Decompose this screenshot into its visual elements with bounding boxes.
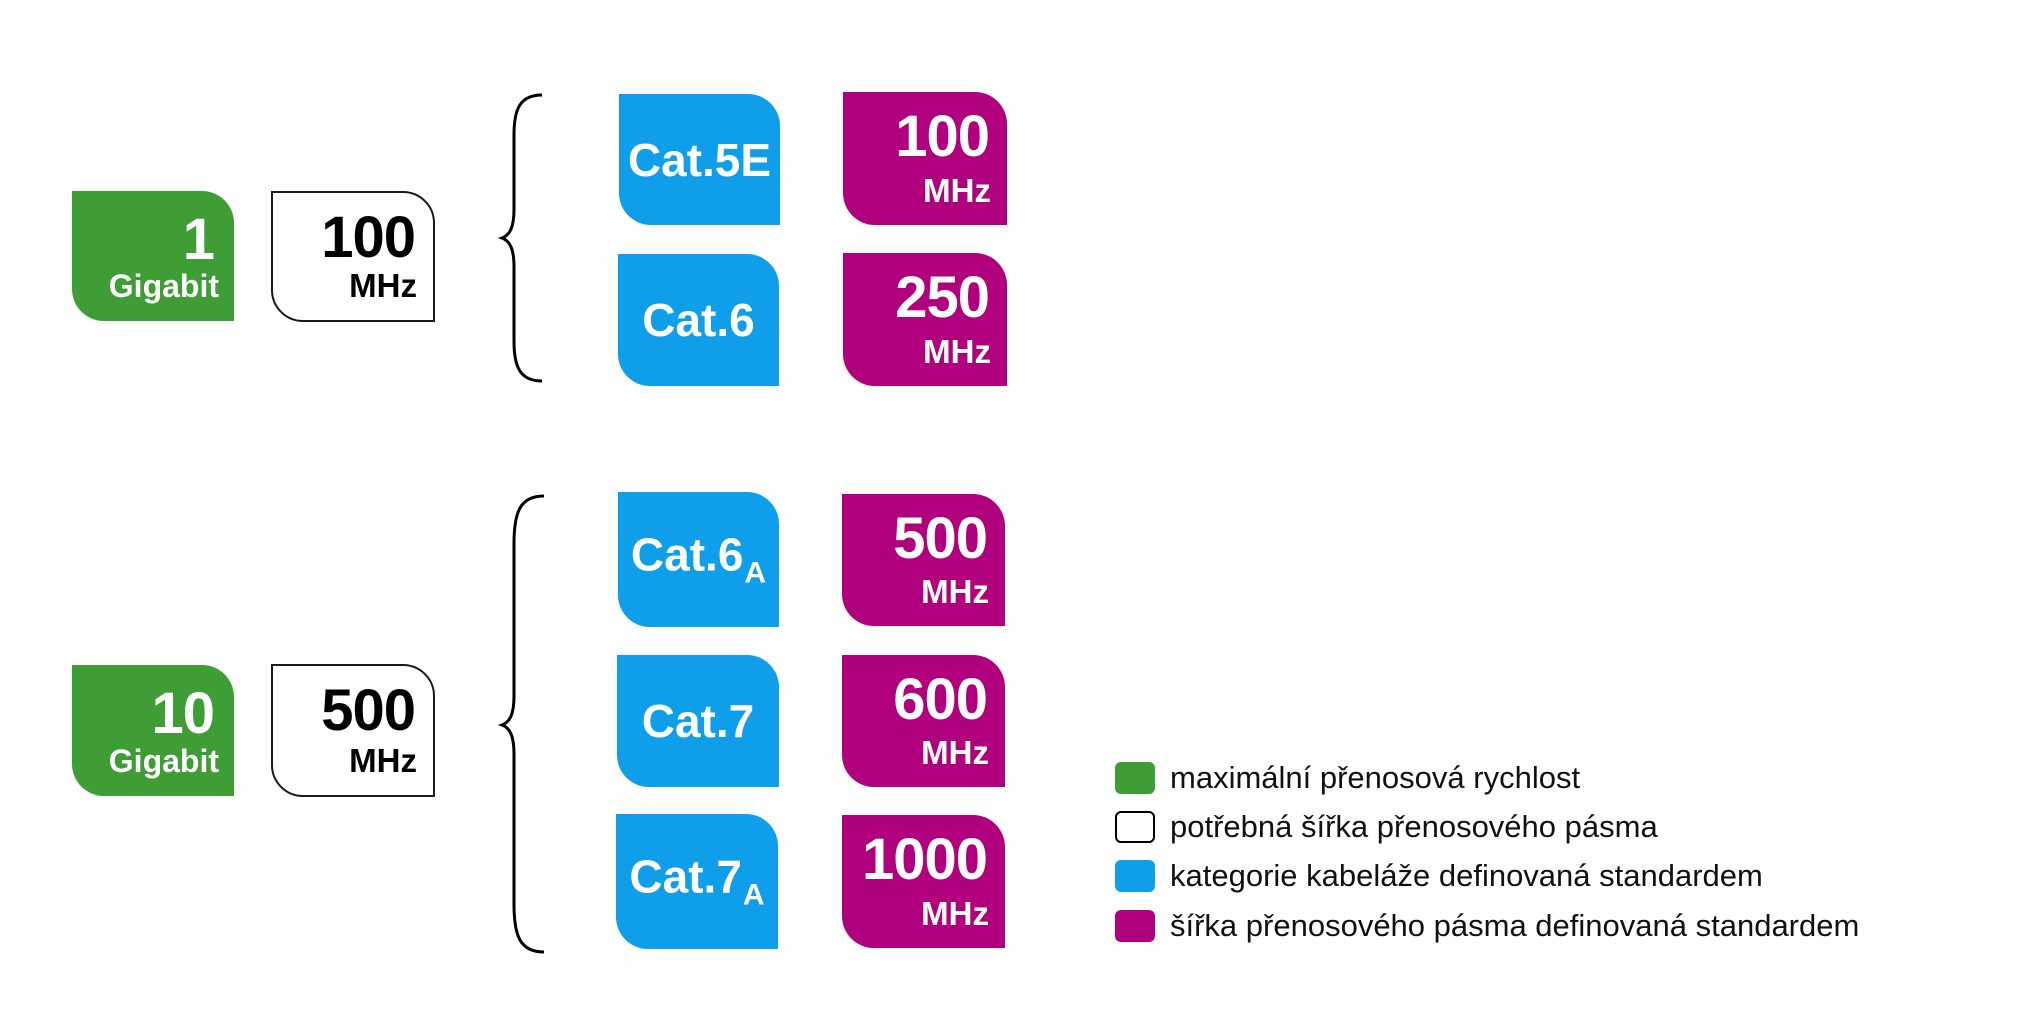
standard-bandwidth-value: 600 — [893, 667, 988, 732]
category-tile-cat6: Cat.6 — [618, 254, 779, 386]
required-bandwidth-unit: MHz — [349, 742, 417, 779]
required-bandwidth-value: 100 — [321, 205, 416, 270]
speed-value: 1 — [182, 207, 215, 272]
speed-unit: Gigabit — [108, 743, 219, 779]
category-tile-cat5e: Cat.5E — [619, 94, 780, 225]
category-label: Cat.6 — [642, 294, 755, 346]
category-label: Cat.6A — [630, 528, 767, 589]
standard-bandwidth-unit: MHz — [923, 172, 991, 209]
speed-unit: Gigabit — [108, 268, 219, 304]
required-bandwidth-tile-100: 100 MHz — [271, 191, 435, 322]
required-bandwidth-tile-500: 500 MHz — [271, 664, 435, 797]
standard-bandwidth-value: 250 — [895, 265, 990, 330]
category-tile-cat7a: Cat.7A — [616, 814, 778, 949]
standard-bandwidth-unit: MHz — [921, 895, 989, 932]
speed-tile-10-gigabit: 10 Gigabit — [72, 665, 234, 796]
standard-bandwidth-unit: MHz — [921, 573, 989, 610]
curly-brace-group-1 — [497, 93, 543, 383]
required-bandwidth-unit: MHz — [349, 267, 417, 304]
standard-bandwidth-unit: MHz — [923, 333, 991, 370]
standard-bandwidth-tile-100: 100 MHz — [843, 92, 1007, 225]
standard-bandwidth-tile-1000: 1000 MHz — [842, 815, 1005, 948]
legend-label: maximální přenosová rychlost — [1170, 760, 1581, 795]
category-tile-cat7: Cat.7 — [617, 655, 779, 787]
legend-swatch-outline — [1115, 811, 1155, 843]
standard-bandwidth-unit: MHz — [921, 734, 989, 771]
curly-brace-group-2 — [497, 494, 545, 954]
legend-label: kategorie kabeláže definovaná standardem — [1170, 858, 1763, 893]
required-bandwidth-value: 500 — [321, 678, 416, 743]
speed-tile-1-gigabit: 1 Gigabit — [72, 191, 234, 321]
legend-swatch-magenta — [1115, 910, 1155, 942]
standard-bandwidth-tile-600: 600 MHz — [842, 655, 1005, 787]
legend-swatch-green — [1115, 762, 1155, 794]
legend-label: potřebná šířka přenosového pásma — [1170, 809, 1658, 844]
category-label: Cat.7A — [629, 850, 765, 911]
speed-value: 10 — [151, 681, 215, 746]
standard-bandwidth-value: 1000 — [861, 827, 988, 892]
standard-bandwidth-tile-250: 250 MHz — [843, 253, 1007, 386]
standard-bandwidth-tile-500: 500 MHz — [842, 494, 1005, 626]
category-tile-cat6a: Cat.6A — [618, 492, 779, 627]
category-label: Cat.5E — [627, 133, 772, 186]
standard-bandwidth-value: 500 — [893, 506, 988, 571]
legend-swatch-blue — [1115, 860, 1155, 892]
category-label: Cat.7 — [641, 695, 755, 747]
legend-label: šířka přenosového pásma definovaná stand… — [1170, 908, 1860, 943]
standard-bandwidth-value: 100 — [895, 104, 990, 169]
